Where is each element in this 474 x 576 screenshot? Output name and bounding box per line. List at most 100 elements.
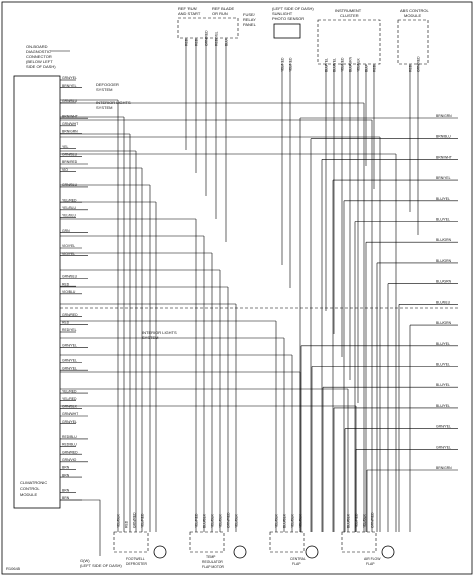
actuator-box: [113, 531, 149, 553]
interior-lights-mid-1: INTERIOR LIGHTS: [142, 330, 177, 335]
bottom-wire-label: YEL/BLK: [291, 514, 295, 528]
bottom-wire-label: GRN/RED: [371, 512, 375, 528]
actuator-box: [341, 531, 377, 553]
interior-lights-top-1: INTERIOR LIGHTS: [96, 100, 131, 105]
figure-id: R10645: [6, 566, 21, 571]
pin-label: GRN/BLU: [62, 99, 78, 103]
right-wire-label: BLU/YEL: [436, 218, 450, 222]
cluster-label-2: CLUSTER: [340, 13, 359, 18]
pin-label: GRN/YEL: [62, 420, 77, 424]
pin-label: GRN/WHT: [62, 122, 78, 126]
bottom-wire-label: RED: [125, 520, 129, 528]
fuse-right-label-3: PANEL: [243, 22, 257, 27]
bottom-wire-label: GRN/RED: [133, 512, 137, 528]
pin-label: YEL/RED: [62, 198, 77, 202]
actuator-label-1: TEMP: [206, 555, 216, 559]
fuse-mid-label-1: REF BLADE: [212, 6, 235, 11]
right-wire-label: BLU/GRN: [436, 259, 452, 263]
motor-icon: [153, 545, 167, 559]
bottom-wire-label: YEL/BLK: [235, 514, 239, 528]
bottom-wire-label: YEL/RED: [141, 513, 145, 528]
pin-label: RED/BLU: [62, 435, 77, 439]
pin-label: BRN/WHT: [62, 114, 78, 118]
abs-module-box: [397, 19, 429, 65]
pin-label: GRN/BLU: [62, 153, 78, 157]
right-wire-label: BLU/YEL: [436, 197, 450, 201]
top-wire-label: RED: [185, 38, 189, 46]
actuator-label-1: AIR FLOW: [364, 557, 381, 561]
pin-label: GRN: [62, 229, 70, 233]
actuator-label-2: REGULATOR: [202, 560, 223, 564]
defogger-label-1: DEFOGGER: [96, 82, 119, 87]
left-pin-labels: GRN/YELBRN/YELGRN/BLUBRN/WHTGRN/WHTBRN/G…: [62, 76, 78, 500]
fuse-left-label-2: AND START: [178, 11, 201, 16]
pin-label: RED/YEL: [62, 328, 77, 332]
motor-icon: [305, 545, 319, 559]
fuse-left-label-1: REF 'RUN': [178, 6, 198, 11]
right-wire-label: BLU/GRN: [436, 238, 452, 242]
pin-label: YEL/RED: [62, 397, 77, 401]
top-wire-label: BLU/GRN: [349, 56, 353, 72]
pin-label: YEL/BLU: [62, 206, 76, 210]
pin-label: BRN/YEL: [62, 84, 77, 88]
pin-label: GRN/YEL: [62, 76, 77, 80]
actuator-label-2: FLAP: [366, 562, 375, 566]
top-wire-label: GRN/RED: [205, 30, 209, 46]
fuse-right-label-2: RELAY: [243, 17, 256, 22]
pin-label: GRN/YEL: [62, 344, 77, 348]
actuator-footwell-defroster: FOOTWELL DEFROSTER: [113, 531, 167, 566]
actuator-label-2: FLAP: [292, 562, 301, 566]
fuse-right-label-1: FUSE/: [243, 12, 256, 17]
motor-icon: [381, 545, 395, 559]
right-wire-label: BLU/GRN: [436, 321, 452, 325]
right-connection-labels: BRN/GRNBRN/BLUBRN/WHTBRN/YELBLU/YELBLU/Y…: [436, 114, 452, 470]
top-wire-label: YEL/RED: [281, 57, 285, 72]
pin-label: VIO/YEL: [62, 252, 75, 256]
abs-label-2: MODULE: [404, 13, 421, 18]
pin-label: YEL: [62, 145, 69, 149]
top-wire-label: YEL/RED: [341, 57, 345, 72]
bottom-wire-label: YEL/BLK: [219, 514, 223, 528]
pin-label: BRN: [62, 489, 70, 493]
right-wire-label: BLU/GRN: [436, 280, 452, 284]
bottom-wire-label: GRN/RED: [227, 512, 231, 528]
actuator-temp-regulator: TEMP REGULATOR FLAP MOTOR: [189, 531, 247, 569]
pin-label: VIO/YEL: [62, 244, 75, 248]
top-wire-label: GRN/RED: [417, 56, 421, 72]
photo-sensor-box: [273, 23, 301, 39]
right-wire-label: BLU/YEL: [436, 404, 450, 408]
defogger-label-2: SYSTEM: [96, 87, 112, 92]
bottom-wire-label: YEL/BLK: [363, 514, 367, 528]
instrument-cluster-box: [317, 19, 381, 65]
fuse-mid-label-2: OR RUN: [212, 11, 228, 16]
right-wire-label: BRN/BLU: [436, 135, 451, 139]
top-wire-label: BLU/YEL: [333, 58, 337, 72]
actuator-label-2: DEFROSTER: [126, 562, 147, 566]
pin-label: BRN/RED: [62, 160, 78, 164]
pin-label: YEL/BLU: [62, 214, 76, 218]
pin-label: GRN/RED: [62, 450, 78, 454]
bottom-wire-label: YEL/RED: [355, 513, 359, 528]
bottom-wire-label: YEL/BLK: [117, 514, 121, 528]
actuator-label-1: FOOTWELL: [126, 557, 145, 561]
actuator-label-1: CENTRAL: [290, 557, 306, 561]
pin-label: RED: [62, 321, 70, 325]
abs-label-1: ABS CONTROL: [400, 8, 429, 13]
diag-connector-label-3: CONNECTOR: [26, 54, 52, 59]
pin-label: GRN/YEL: [62, 359, 77, 363]
pin-label: GRN/WHT: [62, 412, 78, 416]
right-wire-label: BRN/GRN: [436, 114, 452, 118]
pin-label: GRN/RED: [62, 313, 78, 317]
pin-label: BRN: [62, 496, 70, 500]
pin-label: YEL/RED: [62, 389, 77, 393]
top-wire-label: BLU/YEL: [325, 58, 329, 72]
ground-label-1: G(W): [80, 558, 90, 563]
right-wire-label: BRN/WHT: [436, 155, 452, 159]
motor-icon: [233, 545, 247, 559]
pin-label: BRN: [62, 466, 70, 470]
wires: [60, 38, 458, 532]
diag-connector-label-2: DIAGNOSTIC: [26, 49, 51, 54]
